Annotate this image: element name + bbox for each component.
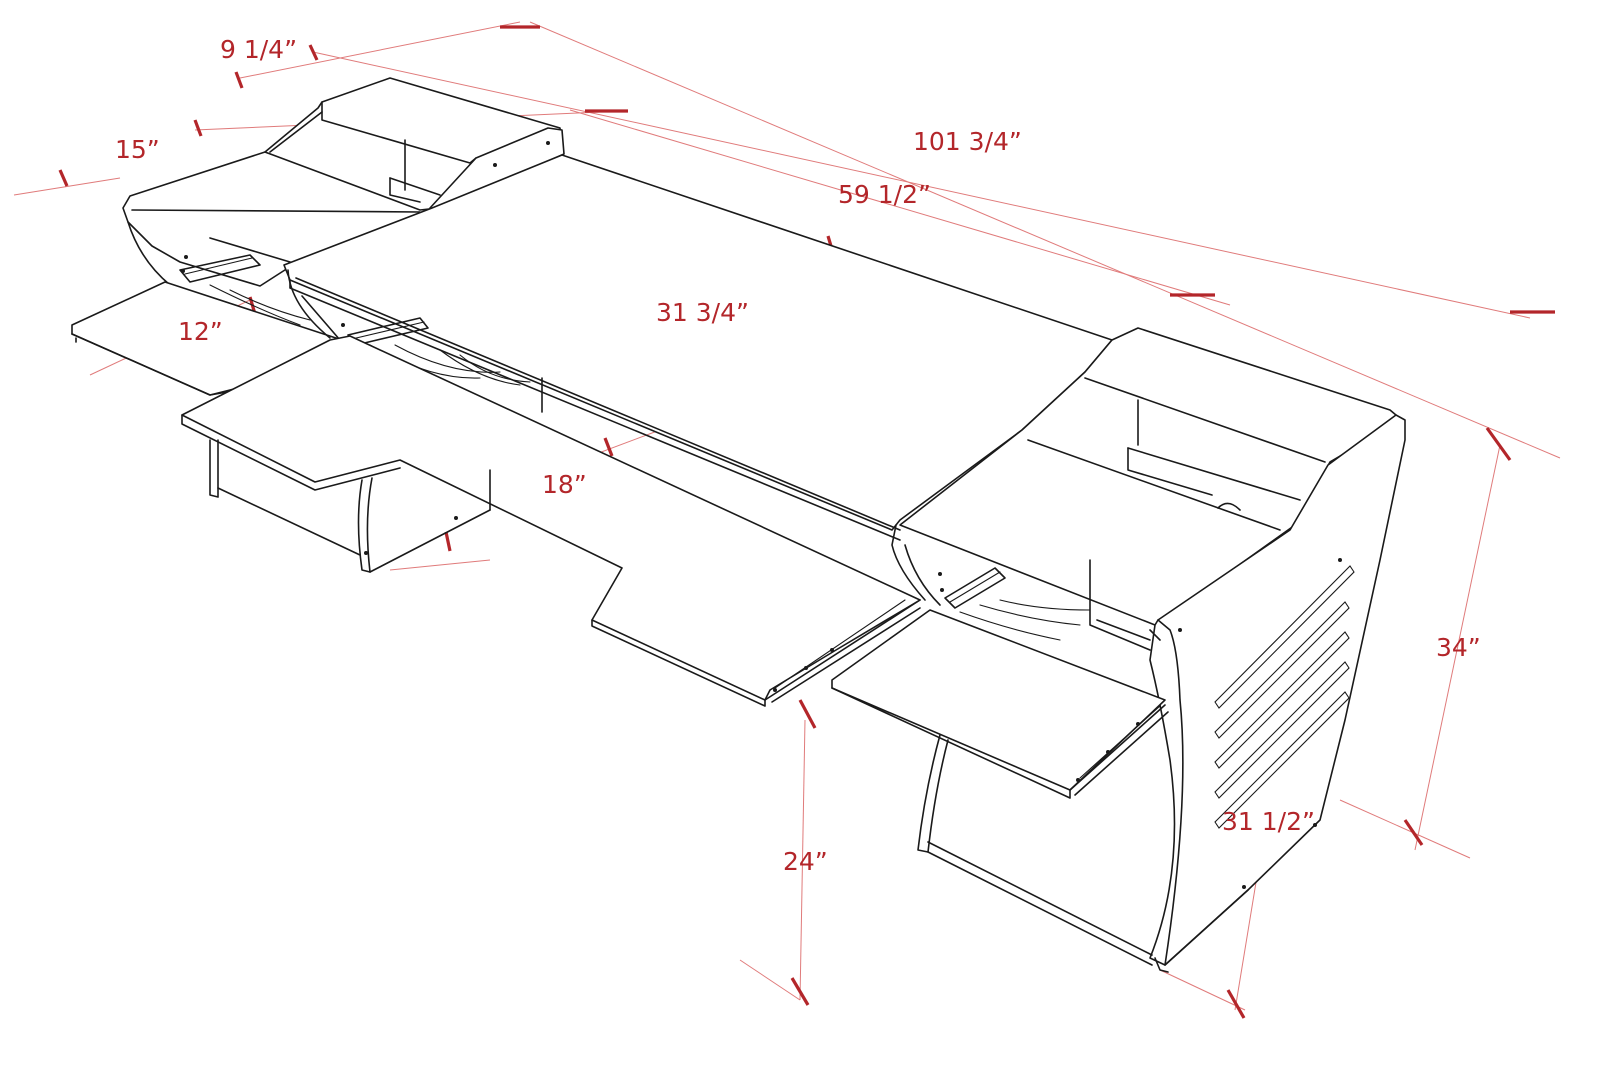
- dim-label-desk-height: 34”: [1436, 633, 1481, 662]
- right-pedestal: [899, 327, 1403, 651]
- dim-label-desk-surface-height: 31 1/2”: [1222, 807, 1315, 836]
- right-side-panel: [1149, 414, 1406, 966]
- right-side-tray: [831, 609, 1169, 799]
- left-lower-cabinet: [209, 439, 491, 573]
- dim-label-bridge-depth: 9 1/4”: [220, 35, 298, 64]
- dim-label-keyboard-tray-depth: 18”: [542, 470, 587, 499]
- dim-label-center-width: 59 1/2”: [838, 180, 931, 209]
- dim-label-side-tray-depth: 12”: [178, 317, 223, 346]
- left-tray-rails: [179, 254, 311, 326]
- dim-label-desk-depth: 31 3/4”: [656, 298, 749, 327]
- keyboard-tray: [181, 335, 921, 707]
- dim-label-shelf-depth: 15”: [115, 135, 160, 164]
- right-tray-rails: [891, 524, 1091, 641]
- right-lower-cabinet: [917, 734, 1249, 973]
- dim-label-overall-width: 101 3/4”: [913, 127, 1022, 156]
- dim-label-tray-height: 24”: [783, 847, 828, 876]
- dimension-lines: [13, 21, 1561, 1011]
